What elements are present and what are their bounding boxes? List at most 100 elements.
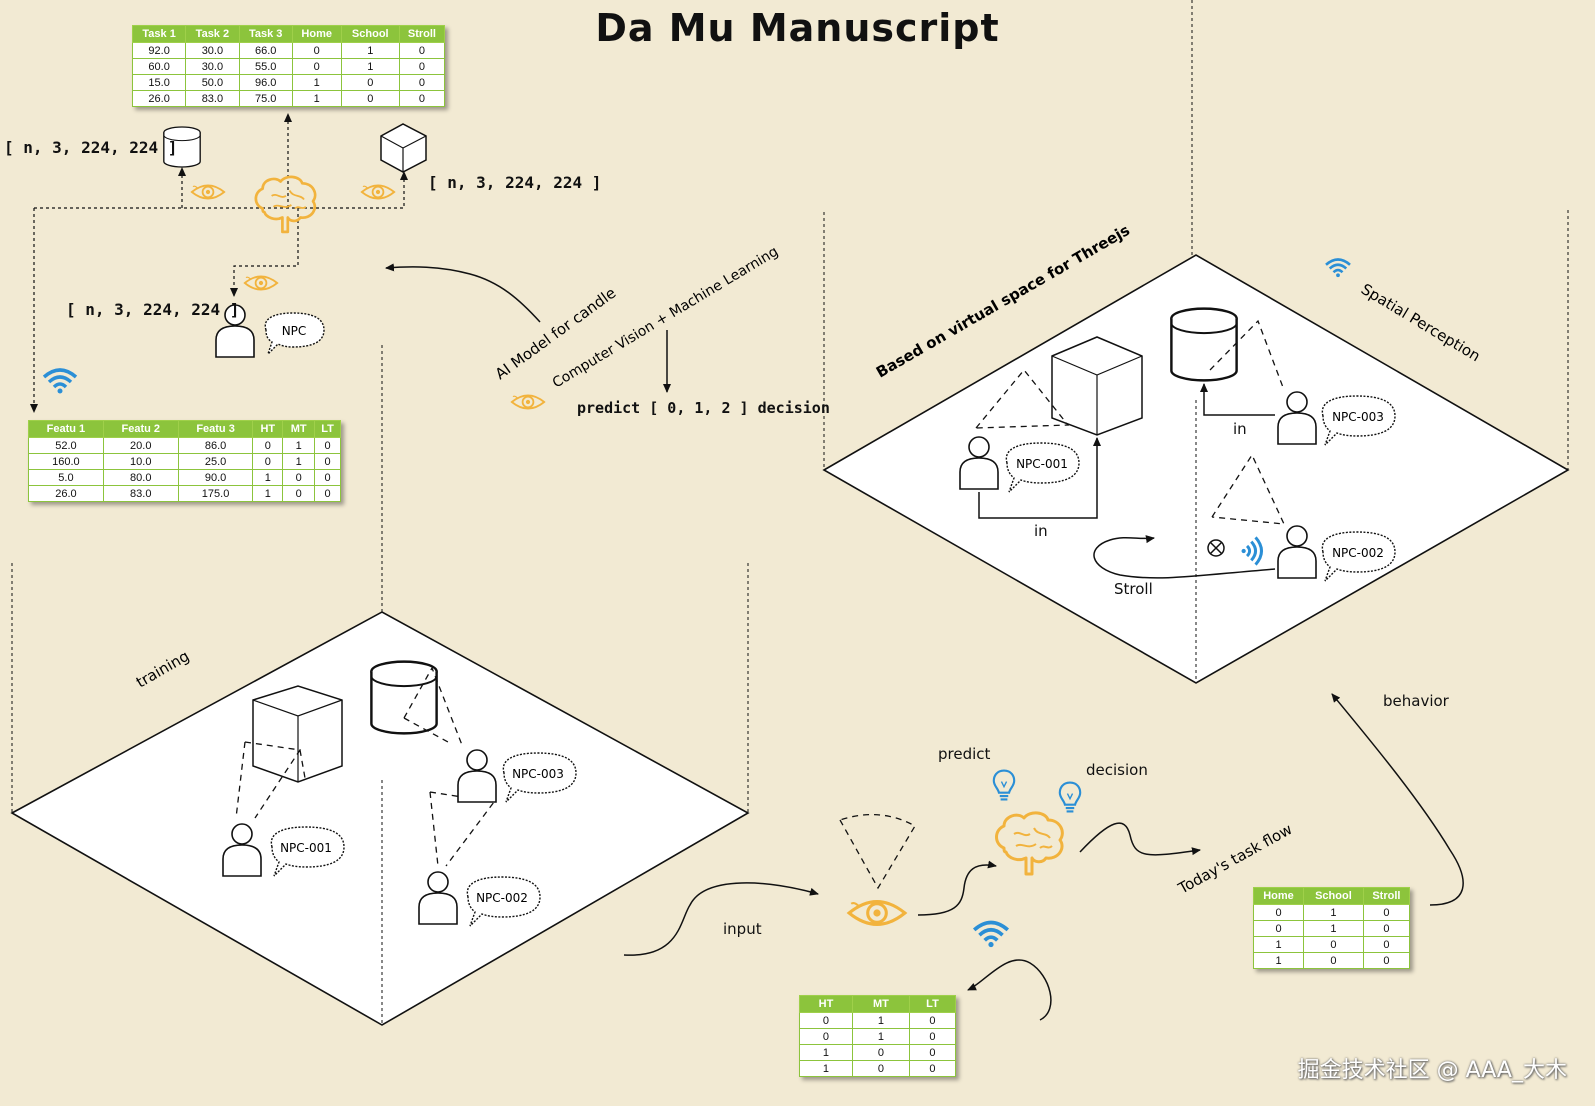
table-cell: 0 (314, 453, 341, 470)
cube-icon (1051, 336, 1143, 436)
virtual-space-platform (822, 0, 1570, 684)
table-header: Home (1252, 887, 1305, 905)
table-header: HT (799, 995, 853, 1013)
table-cell: 1 (1252, 952, 1305, 969)
table-cell: 1 (1303, 920, 1364, 937)
table-cell: 1 (1252, 936, 1305, 953)
table-cell: 50.0 (185, 74, 240, 91)
table-cell: 15.0 (131, 74, 187, 91)
table-cell: 0 (314, 469, 341, 486)
training-platform (10, 345, 750, 1026)
table-cell: 5.0 (28, 469, 104, 486)
table-cell: 0 (1303, 952, 1364, 969)
table-header: MT (851, 995, 910, 1013)
speech-bubble-npc001: NPC-001 (280, 841, 332, 855)
table-cell: 0 (1252, 904, 1305, 921)
table-header: School (340, 25, 400, 43)
table-cell: 20.0 (102, 437, 179, 454)
table-cell: 86.0 (177, 437, 254, 454)
eye-icon (847, 899, 907, 927)
table-cell: 0 (282, 469, 316, 486)
table-cell: 0 (398, 58, 446, 75)
cylinder-icon (370, 660, 438, 735)
speech-bubble-npc: NPC (282, 324, 307, 338)
table-cell: 1 (291, 74, 342, 91)
table-cell: 1 (851, 1028, 910, 1045)
speech-bubble-npc001-r: NPC-001 (1016, 457, 1068, 471)
table-cell: 0 (1303, 936, 1364, 953)
table-cell: 66.0 (238, 42, 293, 59)
table-cell: 1 (799, 1044, 853, 1061)
label-ai-model: AI Model for candle (492, 284, 619, 384)
table-cell: 1 (799, 1060, 853, 1077)
table-cell: 1 (252, 485, 284, 502)
table-header: Stroll (398, 25, 446, 43)
table-cell: 0 (291, 58, 342, 75)
speech-bubble-icon: NPC-002 (1321, 531, 1396, 582)
table-header: Task 3 (238, 25, 293, 43)
table-header: Featu 2 (102, 420, 179, 438)
table-cell: 0 (908, 1012, 957, 1029)
lightbulb-icon (1058, 781, 1082, 813)
table-cell: 0 (340, 74, 400, 91)
table-header: School (1303, 887, 1364, 905)
table-header: HT (252, 420, 284, 438)
label-spatial-perception: Spatial Perception (1358, 280, 1484, 365)
wifi-icon (972, 920, 1010, 950)
table-cell: 1 (282, 453, 316, 470)
table-cell: 26.0 (28, 485, 104, 502)
eye-icon (510, 394, 546, 410)
brain-icon (995, 811, 1064, 876)
table-cell: 0 (398, 42, 446, 59)
table-cell: 83.0 (185, 90, 240, 107)
table-cell: 25.0 (177, 453, 254, 470)
label-behavior: behavior (1383, 692, 1449, 710)
table-cell: 80.0 (102, 469, 179, 486)
speech-bubble-icon: NPC-001 (270, 826, 345, 877)
table-cell: 0 (1362, 904, 1411, 921)
label-decision: decision (1086, 761, 1148, 779)
label-shape-2: [ n, 3, 224, 224 ] (428, 173, 602, 192)
cylinder-icon (1170, 307, 1238, 382)
table-cell: 92.0 (131, 42, 187, 59)
table-cell: 0 (398, 74, 446, 91)
table-header: Stroll (1362, 887, 1411, 905)
label-stroll: Stroll (1114, 580, 1153, 598)
eye-icon (243, 275, 279, 291)
table-cell: 0 (1362, 920, 1411, 937)
cube-icon (380, 123, 427, 173)
table-cell: 0 (851, 1044, 910, 1061)
wifi-icon (42, 368, 78, 396)
speech-bubble-icon: NPC-002 (466, 876, 541, 927)
table-cell: 96.0 (238, 74, 293, 91)
pipeline-connectors (30, 113, 408, 413)
table-header: MT (282, 420, 316, 438)
table-cell: 0 (340, 90, 400, 107)
table-cell: 1 (282, 437, 316, 454)
speech-bubble-npc002: NPC-002 (476, 891, 528, 905)
blocked-icon (1207, 539, 1225, 557)
table-cell: 0 (1362, 952, 1411, 969)
lightbulb-icon (992, 769, 1016, 801)
speech-bubble-icon: NPC-001 (1005, 442, 1080, 493)
table-cell: 160.0 (28, 453, 104, 470)
table-cell: 1 (1303, 904, 1364, 921)
table-cell: 0 (799, 1028, 853, 1045)
table-header: Task 1 (131, 25, 187, 43)
table-cell: 75.0 (238, 90, 293, 107)
